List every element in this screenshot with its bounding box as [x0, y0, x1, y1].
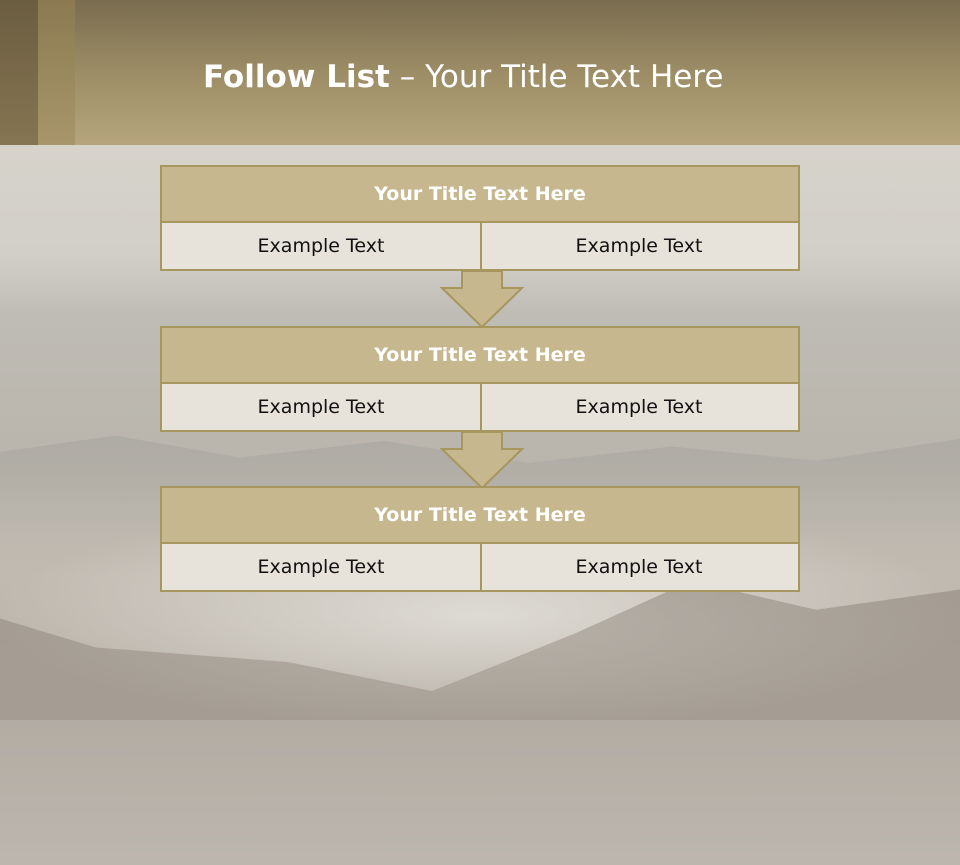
stage-title: Your Title Text Here: [162, 328, 798, 384]
stage-title: Your Title Text Here: [162, 167, 798, 223]
stage-box-1[interactable]: Your Title Text Here Example Text Exampl…: [160, 165, 800, 271]
down-arrow-icon: [440, 431, 524, 490]
stage-text-left: Example Text: [162, 544, 482, 590]
decor-bar-dark: [0, 0, 38, 145]
stage-box-3[interactable]: Your Title Text Here Example Text Exampl…: [160, 486, 800, 592]
stage-text-right: Example Text: [575, 235, 703, 257]
foreground-rocks: [0, 580, 960, 865]
title-rest: – Your Title Text Here: [389, 59, 724, 95]
title-banner: Follow List – Your Title Text Here: [0, 0, 960, 145]
title-bold: Follow List: [203, 59, 390, 95]
stage-text-left: Example Text: [162, 223, 482, 269]
stage-text-right: Example Text: [575, 556, 703, 578]
stage-text-right: Example Text: [575, 396, 703, 418]
stage-title: Your Title Text Here: [162, 488, 798, 544]
slide-title[interactable]: Follow List – Your Title Text Here: [203, 55, 723, 99]
stage-box-2[interactable]: Your Title Text Here Example Text Exampl…: [160, 326, 800, 432]
down-arrow-icon: [440, 270, 524, 329]
stage-text-left: Example Text: [162, 384, 482, 430]
decor-bar-light: [38, 0, 75, 145]
